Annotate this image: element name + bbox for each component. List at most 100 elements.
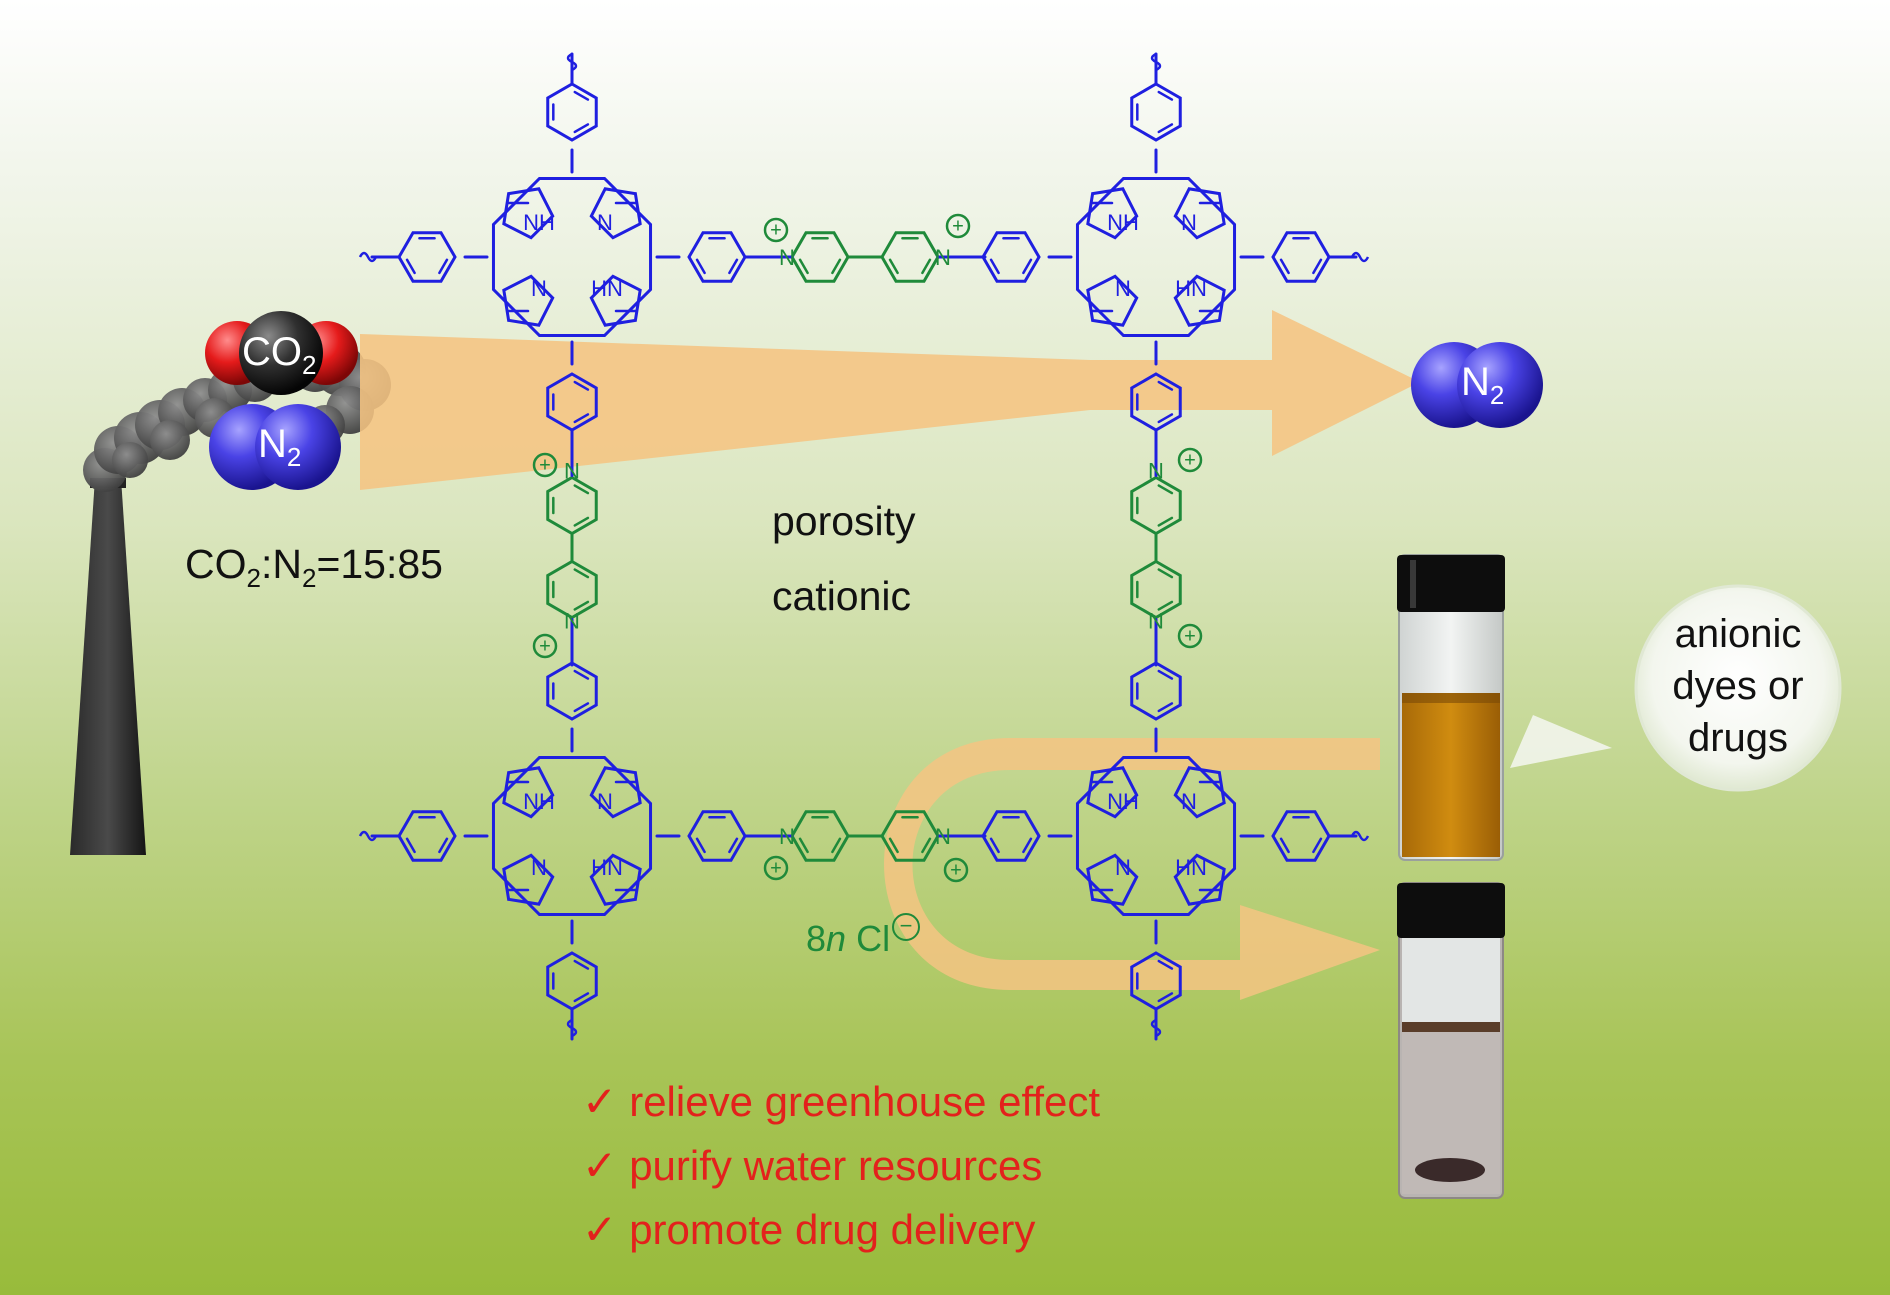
n2-out-label: N2 [1461,360,1504,411]
pyrrole-ring [589,187,642,240]
n2-out-letters: N [1461,360,1490,404]
charge-plus: + [950,859,962,881]
benefit-item: ✓relieve greenhouse effect [582,1077,1100,1141]
benzene-ring [546,82,598,142]
gas-ratio-n2-sub: 2 [301,563,317,594]
gas-ratio-sep: :N [260,541,302,587]
pyrrole-ring [1173,187,1226,240]
macrocycle [1075,176,1237,338]
pyrrole-ring [502,853,555,906]
macrocycle [1075,755,1237,917]
ring-outline [546,475,598,536]
n2-molecule-in [209,404,341,490]
co2-separation-arrow [360,310,1420,490]
n2-in-label: N2 [258,422,301,473]
charge-circle [532,633,558,659]
bond [798,258,809,275]
co2-molecule [205,311,358,395]
ring-outline [981,810,1041,862]
ring-outline [1130,661,1182,721]
bond [695,837,706,854]
positive-charge: + [532,452,558,478]
charge-plus: + [770,219,782,241]
bond [573,380,590,391]
bond [1157,992,1174,1003]
ring-outline [1130,559,1182,620]
n2-molecule-out [1411,342,1543,428]
benzene-ring [687,810,747,862]
bond [888,837,899,854]
bond [1022,258,1033,275]
hn-label: HN [591,276,623,301]
positive-charge: + [945,213,971,239]
n2-in-letters: N [258,422,287,466]
charge-plus: + [1184,625,1196,647]
positive-charge: + [532,633,558,659]
pyridinium-n: N [1148,458,1164,483]
ring-outline [546,661,598,721]
pyridinium-n: N [935,245,951,270]
pyrrole-ring [589,766,642,819]
benzene-ring [546,559,598,620]
positive-charge: + [763,855,789,881]
co2-subscript: 2 [302,350,317,380]
pyridinium-n: N [779,824,795,849]
benzene-ring [397,231,457,283]
gas-ratio-value: =15:85 [316,541,443,587]
hn-label: HN [1175,276,1207,301]
bond [573,702,590,713]
bubble-line-3: drugs [1687,716,1789,760]
benzene-ring [546,475,598,536]
viologen-linker: NN [546,428,598,667]
chimney [70,478,146,855]
ring-outline [790,231,850,283]
bond [573,669,590,680]
bond [1022,837,1033,854]
bond [405,837,416,854]
benzene-ring [1130,559,1182,620]
bubble-text: anionic dyes or drugs [1636,608,1840,764]
positive-charge: + [1177,447,1203,473]
bond [1157,516,1174,527]
n2-out-subscript: 2 [1489,380,1505,410]
wavy-bond [1150,52,1162,72]
n2-in-subscript: 2 [286,442,302,472]
counter-ion-charge: − [892,913,921,941]
ring-outline [1130,82,1182,142]
hn-label: HN [591,855,623,880]
bond [831,837,842,854]
benzene-ring [981,231,1041,283]
speech-bubble [1510,584,1842,792]
n-label: N [597,789,613,814]
bond [728,258,739,275]
charge-circle [532,452,558,478]
bond [1157,669,1174,680]
pyrrole-ring [1173,853,1226,906]
ring-outline [546,951,598,1011]
pyrrole-ring [1086,187,1139,240]
pyridinium-n: N [564,608,580,633]
bond [573,959,590,970]
bond [573,600,590,611]
bond [1157,702,1174,713]
pyridinium-n: N [779,245,795,270]
porosity-label: porosity [772,498,916,544]
bond [573,90,590,101]
ring-outline [1271,810,1331,862]
bond [573,568,590,579]
nh-label: NH [1107,210,1139,235]
viologen-linker: NN [1130,428,1182,667]
bond [1279,258,1290,275]
bond [573,992,590,1003]
n-label: N [1181,789,1197,814]
charge-circle [943,857,969,883]
ring-outline [397,810,457,862]
benzene-ring [546,951,598,1011]
bond [888,258,899,275]
bond [1157,568,1174,579]
pyrrole-ring [1086,274,1139,327]
pyridinium-n: N [935,824,951,849]
